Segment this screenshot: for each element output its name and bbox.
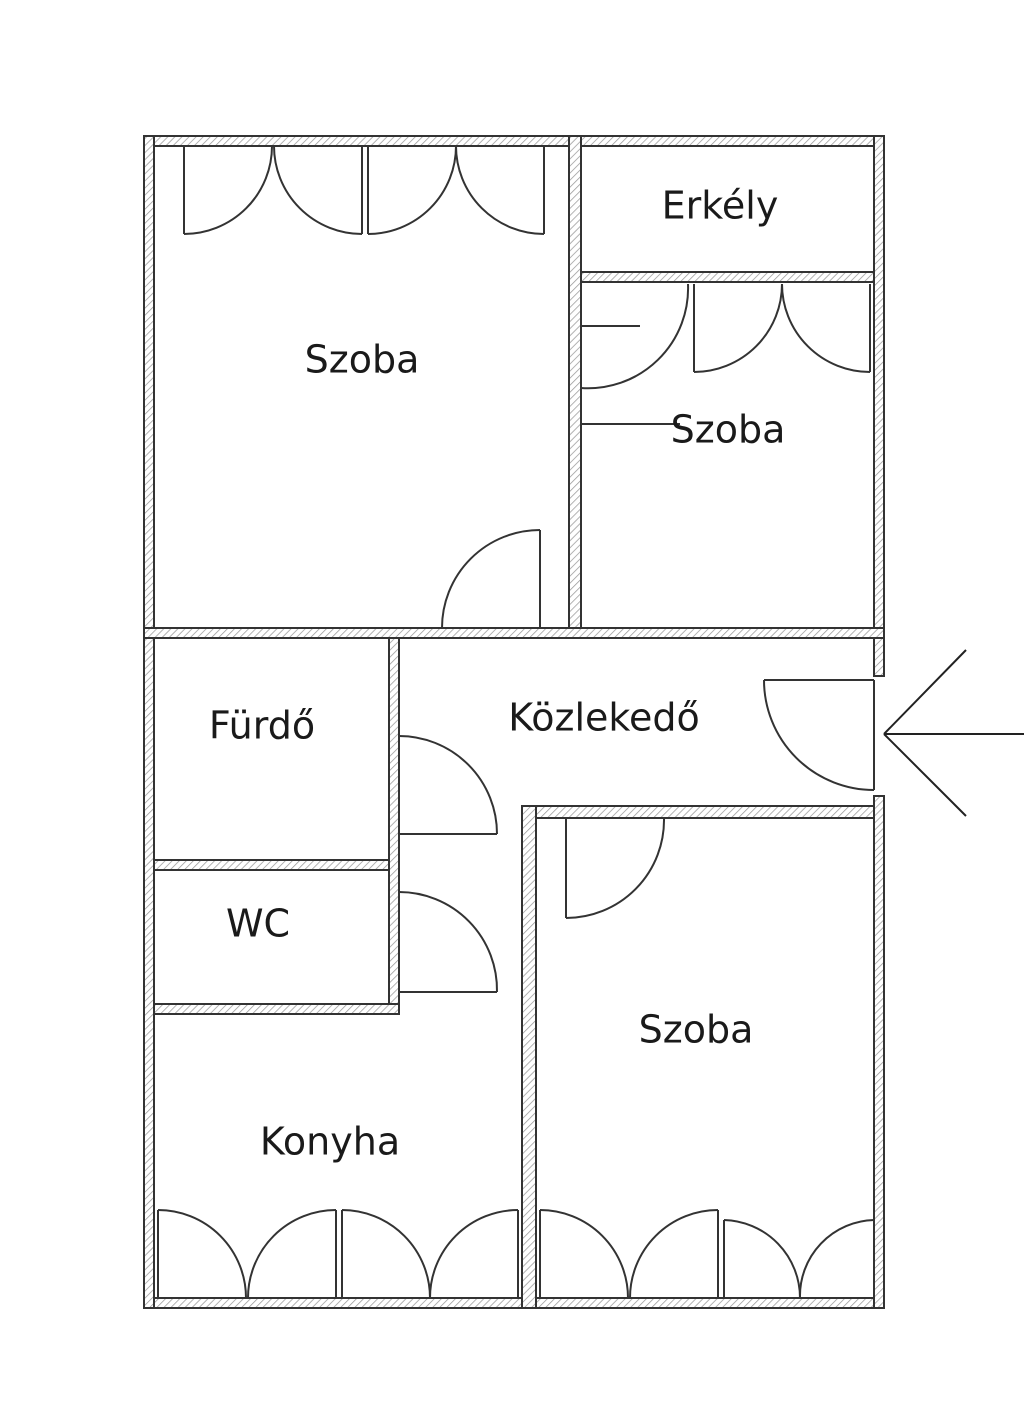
room-label-szoba-right: Szoba — [671, 408, 786, 452]
wall-vertical-bottom-middle — [521, 805, 537, 1309]
wall-furdo-wc-divider — [153, 859, 390, 871]
room-label-konyha: Konyha — [260, 1120, 400, 1164]
window-top-left — [183, 145, 545, 235]
door-szoba-top-left — [441, 529, 541, 629]
door-furdo — [398, 735, 498, 835]
wall-corridor-bottom — [521, 805, 875, 819]
door-szoba-bottom-right — [565, 817, 666, 919]
window-balcony — [580, 282, 871, 425]
wall-horizontal-upper — [143, 627, 885, 639]
room-label-furdo: Fürdő — [209, 704, 315, 748]
door-wc — [398, 891, 499, 993]
room-label-kozlekedo: Közlekedő — [508, 696, 700, 740]
room-label-szoba-top-left: Szoba — [305, 338, 420, 382]
window-konyha — [157, 1209, 519, 1299]
interior-walls — [143, 135, 885, 1309]
wall-outer-top — [143, 135, 885, 147]
wall-outer-left — [143, 135, 155, 1309]
wall-wc-bottom — [153, 1003, 400, 1015]
wall-outer-right-lower — [873, 795, 885, 1309]
room-label-wc: WC — [226, 902, 290, 946]
entrance-arrow-icon — [883, 649, 1024, 817]
wall-erkely-bottom — [580, 271, 875, 283]
room-label-szoba-bottom-right: Szoba — [639, 1008, 754, 1052]
wall-furdo-right — [388, 637, 400, 1011]
door-entrance — [763, 679, 875, 791]
wall-outer-right-upper — [873, 135, 885, 677]
room-label-erkely: Erkély — [662, 184, 779, 228]
window-szoba-bottom-right — [539, 1209, 875, 1299]
outer-walls — [143, 135, 885, 1309]
wall-vertical-top-middle — [568, 135, 582, 637]
wall-outer-bottom — [143, 1297, 885, 1309]
